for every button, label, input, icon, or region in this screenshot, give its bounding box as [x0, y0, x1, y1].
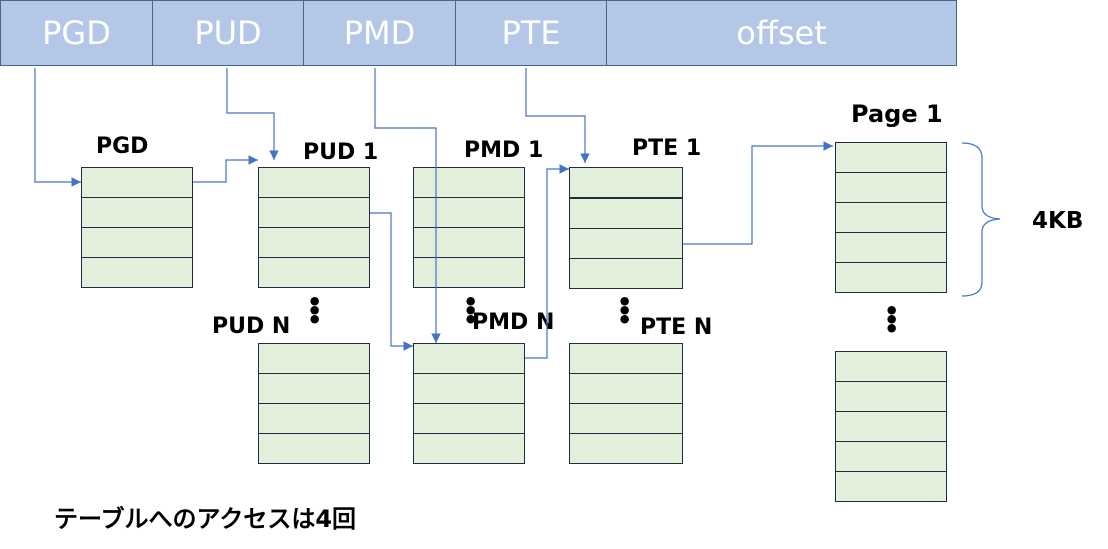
- label-pmdn: PMD N: [472, 310, 555, 335]
- pgd-table: [81, 167, 193, 288]
- table-row: [413, 257, 525, 288]
- address-field-pmd: PMD: [303, 0, 456, 66]
- arrow-pte1-to-page1: [683, 141, 833, 245]
- table-row: [569, 167, 683, 198]
- label-size: 4KB: [1032, 208, 1084, 234]
- arrow-pgd-index: [34, 68, 81, 187]
- table-row: [413, 343, 525, 374]
- table-row: [258, 257, 370, 288]
- label-pgd: PGD: [96, 134, 149, 159]
- table-row: [413, 433, 525, 464]
- pud1-table: [258, 167, 370, 288]
- arrow-pud-index: [226, 68, 279, 160]
- table-row: [835, 381, 947, 412]
- page1-frame: [835, 142, 947, 293]
- label-pudn: PUD N: [212, 314, 291, 339]
- address-field-pud: PUD: [152, 0, 304, 66]
- arrow-pud1-to-pmdn: [370, 212, 413, 351]
- pudn-table: [258, 343, 370, 464]
- table-row: [569, 433, 683, 464]
- table-row: [258, 227, 370, 258]
- label-pte1: PTE 1: [632, 136, 702, 161]
- table-row: [835, 471, 947, 502]
- address-field-pte: PTE: [455, 0, 607, 66]
- table-row: [258, 373, 370, 404]
- label-pud1: PUD 1: [303, 140, 379, 165]
- table-row: [81, 257, 193, 288]
- table-row: [81, 167, 193, 198]
- pmd1-table: [413, 167, 525, 288]
- table-row: [835, 262, 947, 293]
- table-row: [835, 142, 947, 173]
- table-row: [569, 228, 683, 259]
- table-row: [569, 343, 683, 374]
- arrow-pmd-index: [374, 68, 441, 343]
- label-page1: Page 1: [851, 100, 943, 128]
- table-row: [835, 411, 947, 442]
- table-row: [835, 172, 947, 203]
- table-row: [258, 433, 370, 464]
- table-row: [835, 202, 947, 233]
- virtual-address-bar: PGD PUD PMD PTE offset: [0, 0, 957, 68]
- arrow-pmdn-to-pte1: [525, 164, 569, 359]
- table-row: [569, 258, 683, 289]
- pte1-table: [569, 167, 683, 289]
- table-row: [413, 403, 525, 434]
- arrow-pte-index: [525, 68, 590, 163]
- table-row: [81, 227, 193, 258]
- table-row: [413, 197, 525, 228]
- pagen-frame: [835, 351, 947, 502]
- size-brace: [961, 142, 1001, 297]
- address-field-pgd: PGD: [0, 0, 153, 66]
- table-row: [258, 167, 370, 198]
- label-pten: PTE N: [640, 315, 713, 340]
- table-row: [835, 232, 947, 263]
- arrow-pgd-to-pud1: [193, 155, 258, 183]
- caption: テーブルへのアクセスは4回: [54, 505, 357, 533]
- table-row: [413, 167, 525, 198]
- pmdn-table: [413, 343, 525, 464]
- label-pmd1: PMD 1: [464, 138, 544, 163]
- table-row: [258, 343, 370, 374]
- table-row: [569, 198, 683, 229]
- table-row: [258, 197, 370, 228]
- pten-table: [569, 343, 683, 464]
- address-field-offset: offset: [606, 0, 957, 66]
